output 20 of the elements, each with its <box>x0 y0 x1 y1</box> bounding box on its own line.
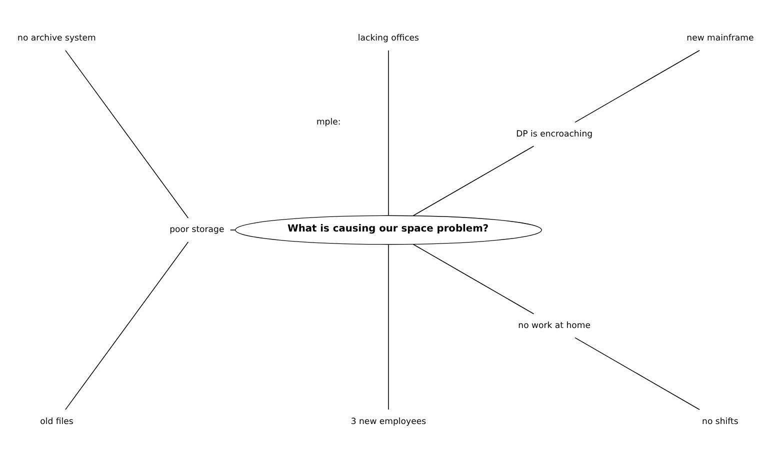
node-text: no shifts <box>702 416 738 426</box>
node-text: no work at home <box>518 320 590 330</box>
connector <box>65 50 189 218</box>
node-text: no archive system <box>18 33 96 44</box>
label: mple: <box>316 116 341 127</box>
connector <box>65 241 189 410</box>
node-text: 3 new employees <box>350 416 426 426</box>
connector <box>230 229 236 230</box>
connector <box>574 336 700 410</box>
connector <box>412 243 534 314</box>
node-text: old files <box>40 416 74 426</box>
connector <box>388 50 389 216</box>
connector <box>412 145 534 216</box>
connector <box>388 244 389 410</box>
node-text: poor storage <box>170 224 224 235</box>
connector <box>574 50 700 122</box>
node-text: lacking offices <box>358 33 420 44</box>
node-ellipse: What is causing our space problem? <box>235 214 542 244</box>
node-text: new mainframe <box>686 33 754 44</box>
node-text: DP is encroaching <box>516 128 593 139</box>
